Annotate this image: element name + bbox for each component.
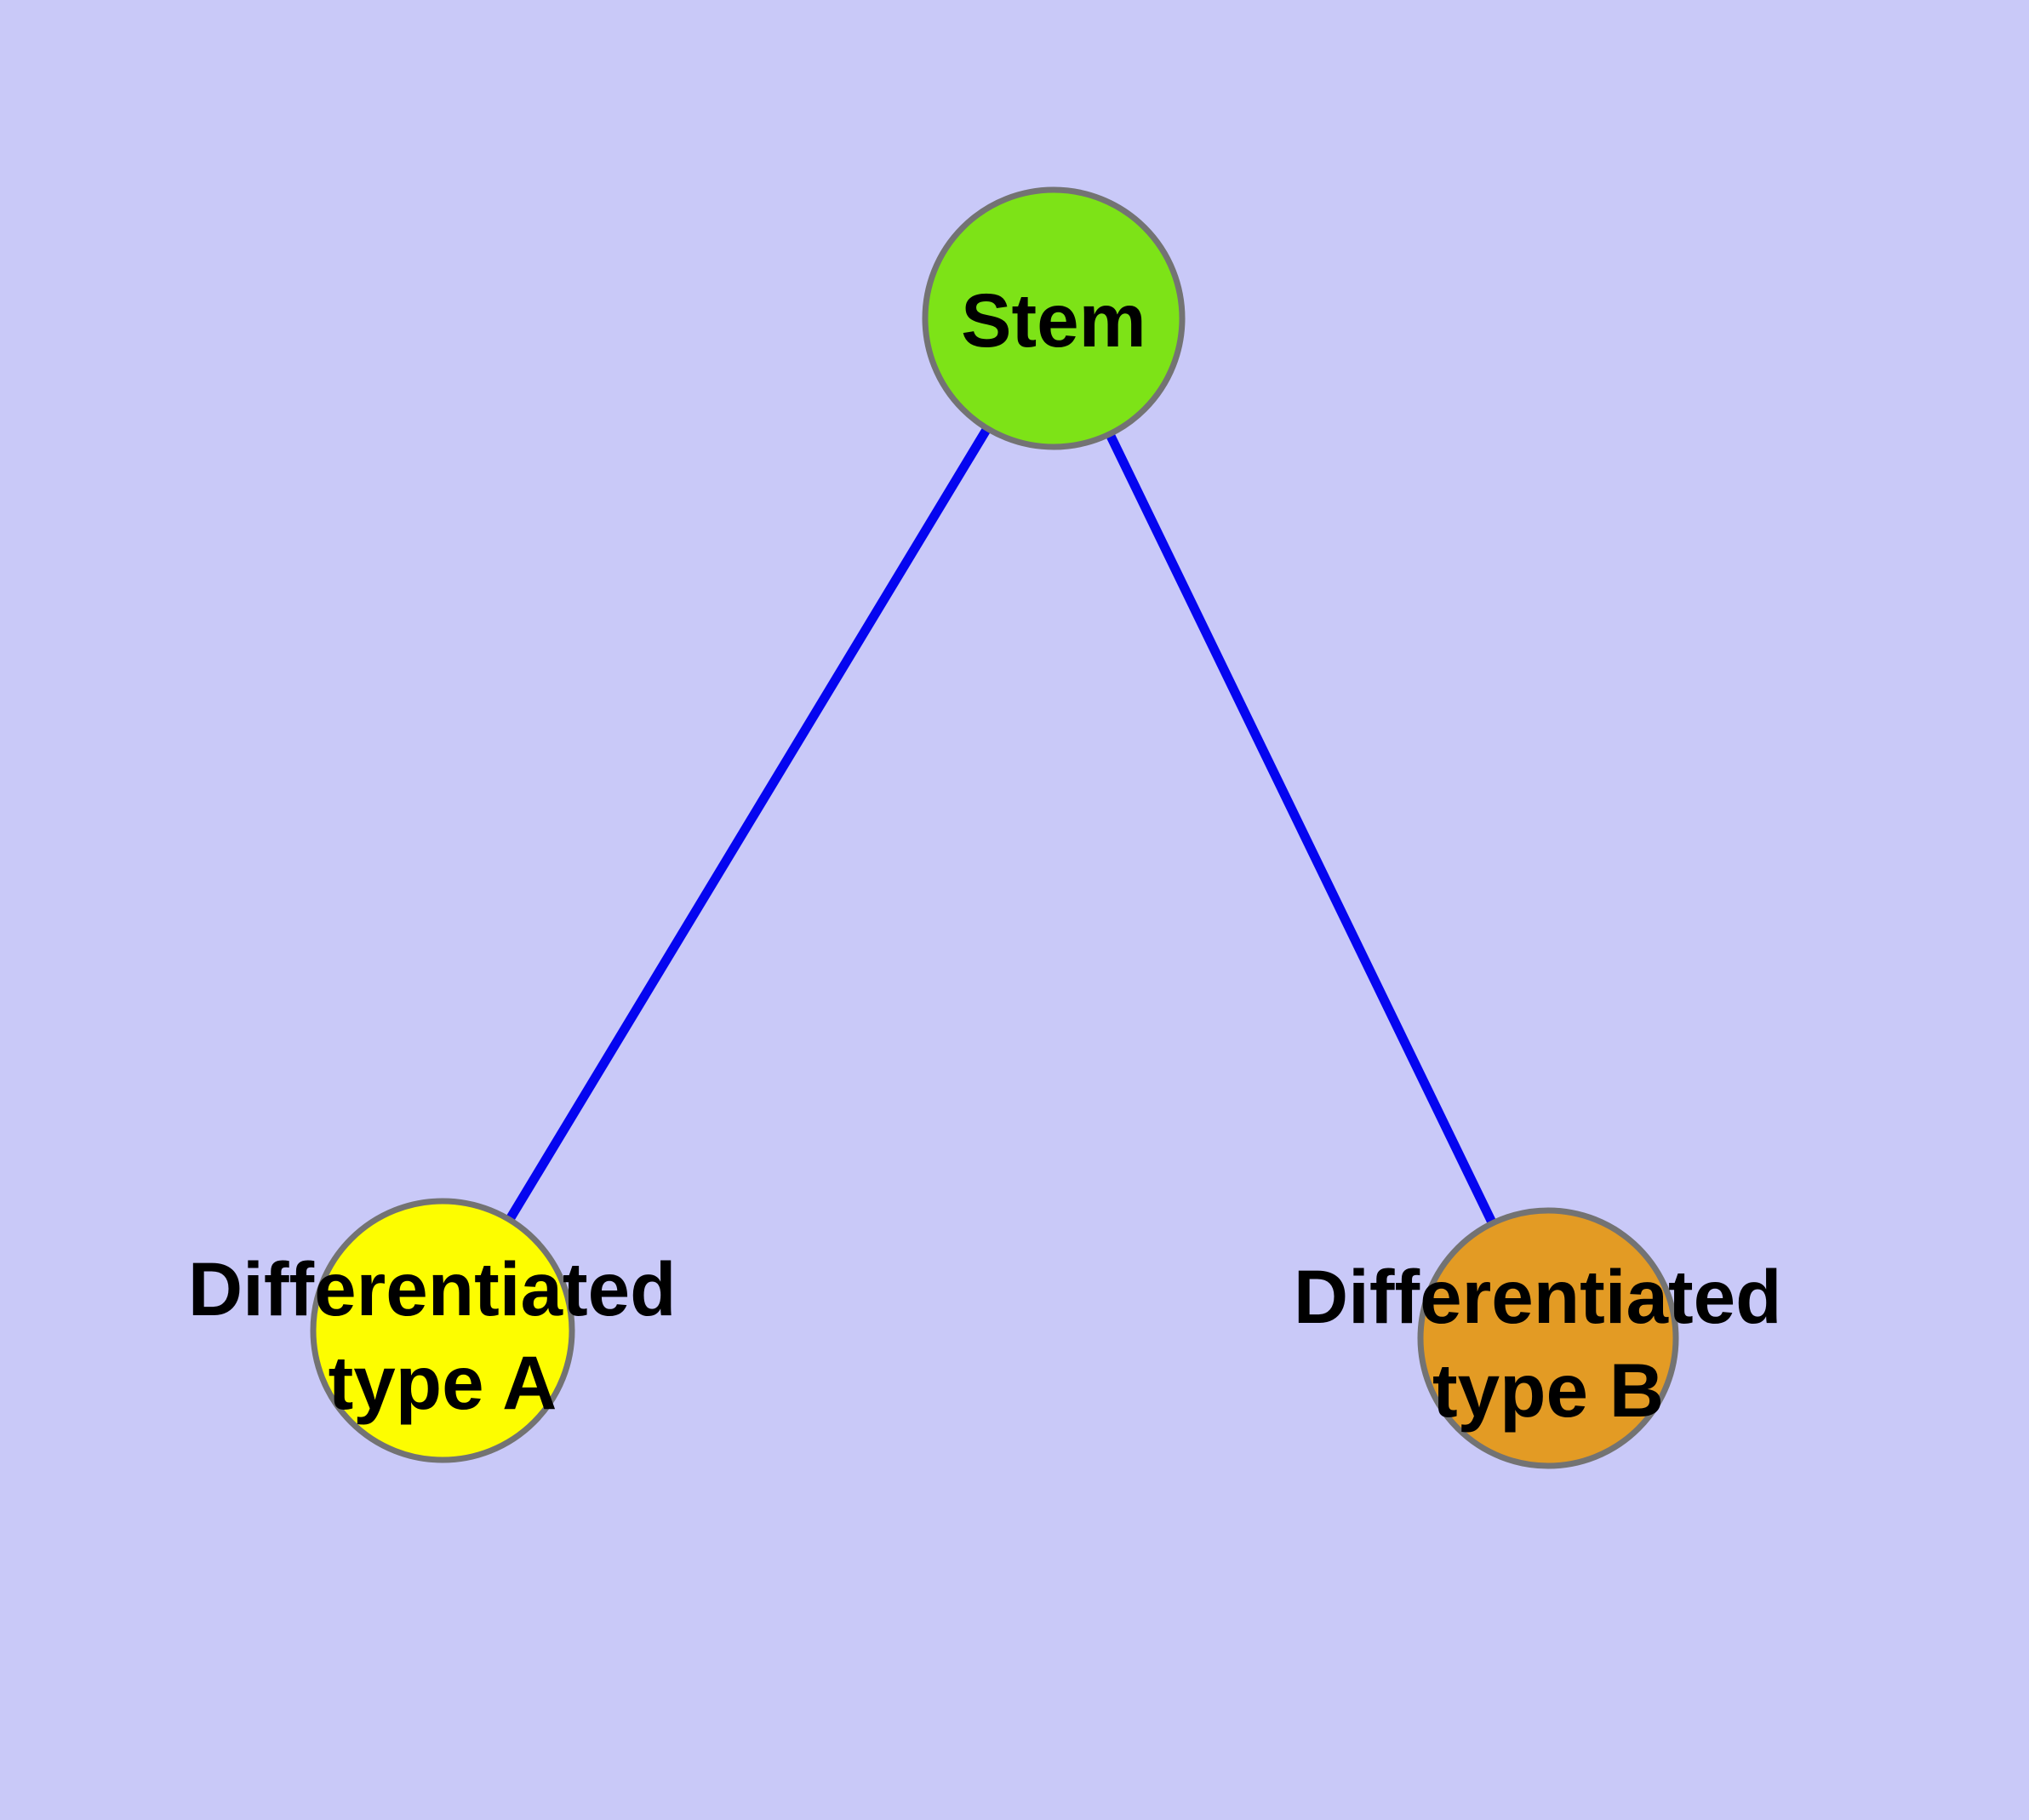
edge-stem-to-type-a [438,316,1058,1333]
type-b-node-circle [1417,1207,1679,1469]
node-stem: Stem [922,186,1186,450]
edge-stem-to-type-b [1049,316,1552,1341]
stem-node-label: Stem [961,278,1146,363]
type-b-node-label: Differentiated type B [1294,1254,1803,1433]
type-a-label-line-1: Differentiated [188,1246,677,1331]
type-a-node-circle [310,1198,575,1463]
type-b-label-line-2: type B [1432,1348,1664,1433]
type-a-node-label: Differentiated type A [188,1246,697,1425]
node-differentiated-type-b: Differentiated type B [1294,1207,1803,1469]
stem-node-circle [922,186,1186,450]
type-b-label-line-1: Differentiated [1294,1254,1782,1339]
type-a-label-line-2: type A [329,1340,557,1425]
node-differentiated-type-a: Differentiated type A [188,1198,697,1463]
